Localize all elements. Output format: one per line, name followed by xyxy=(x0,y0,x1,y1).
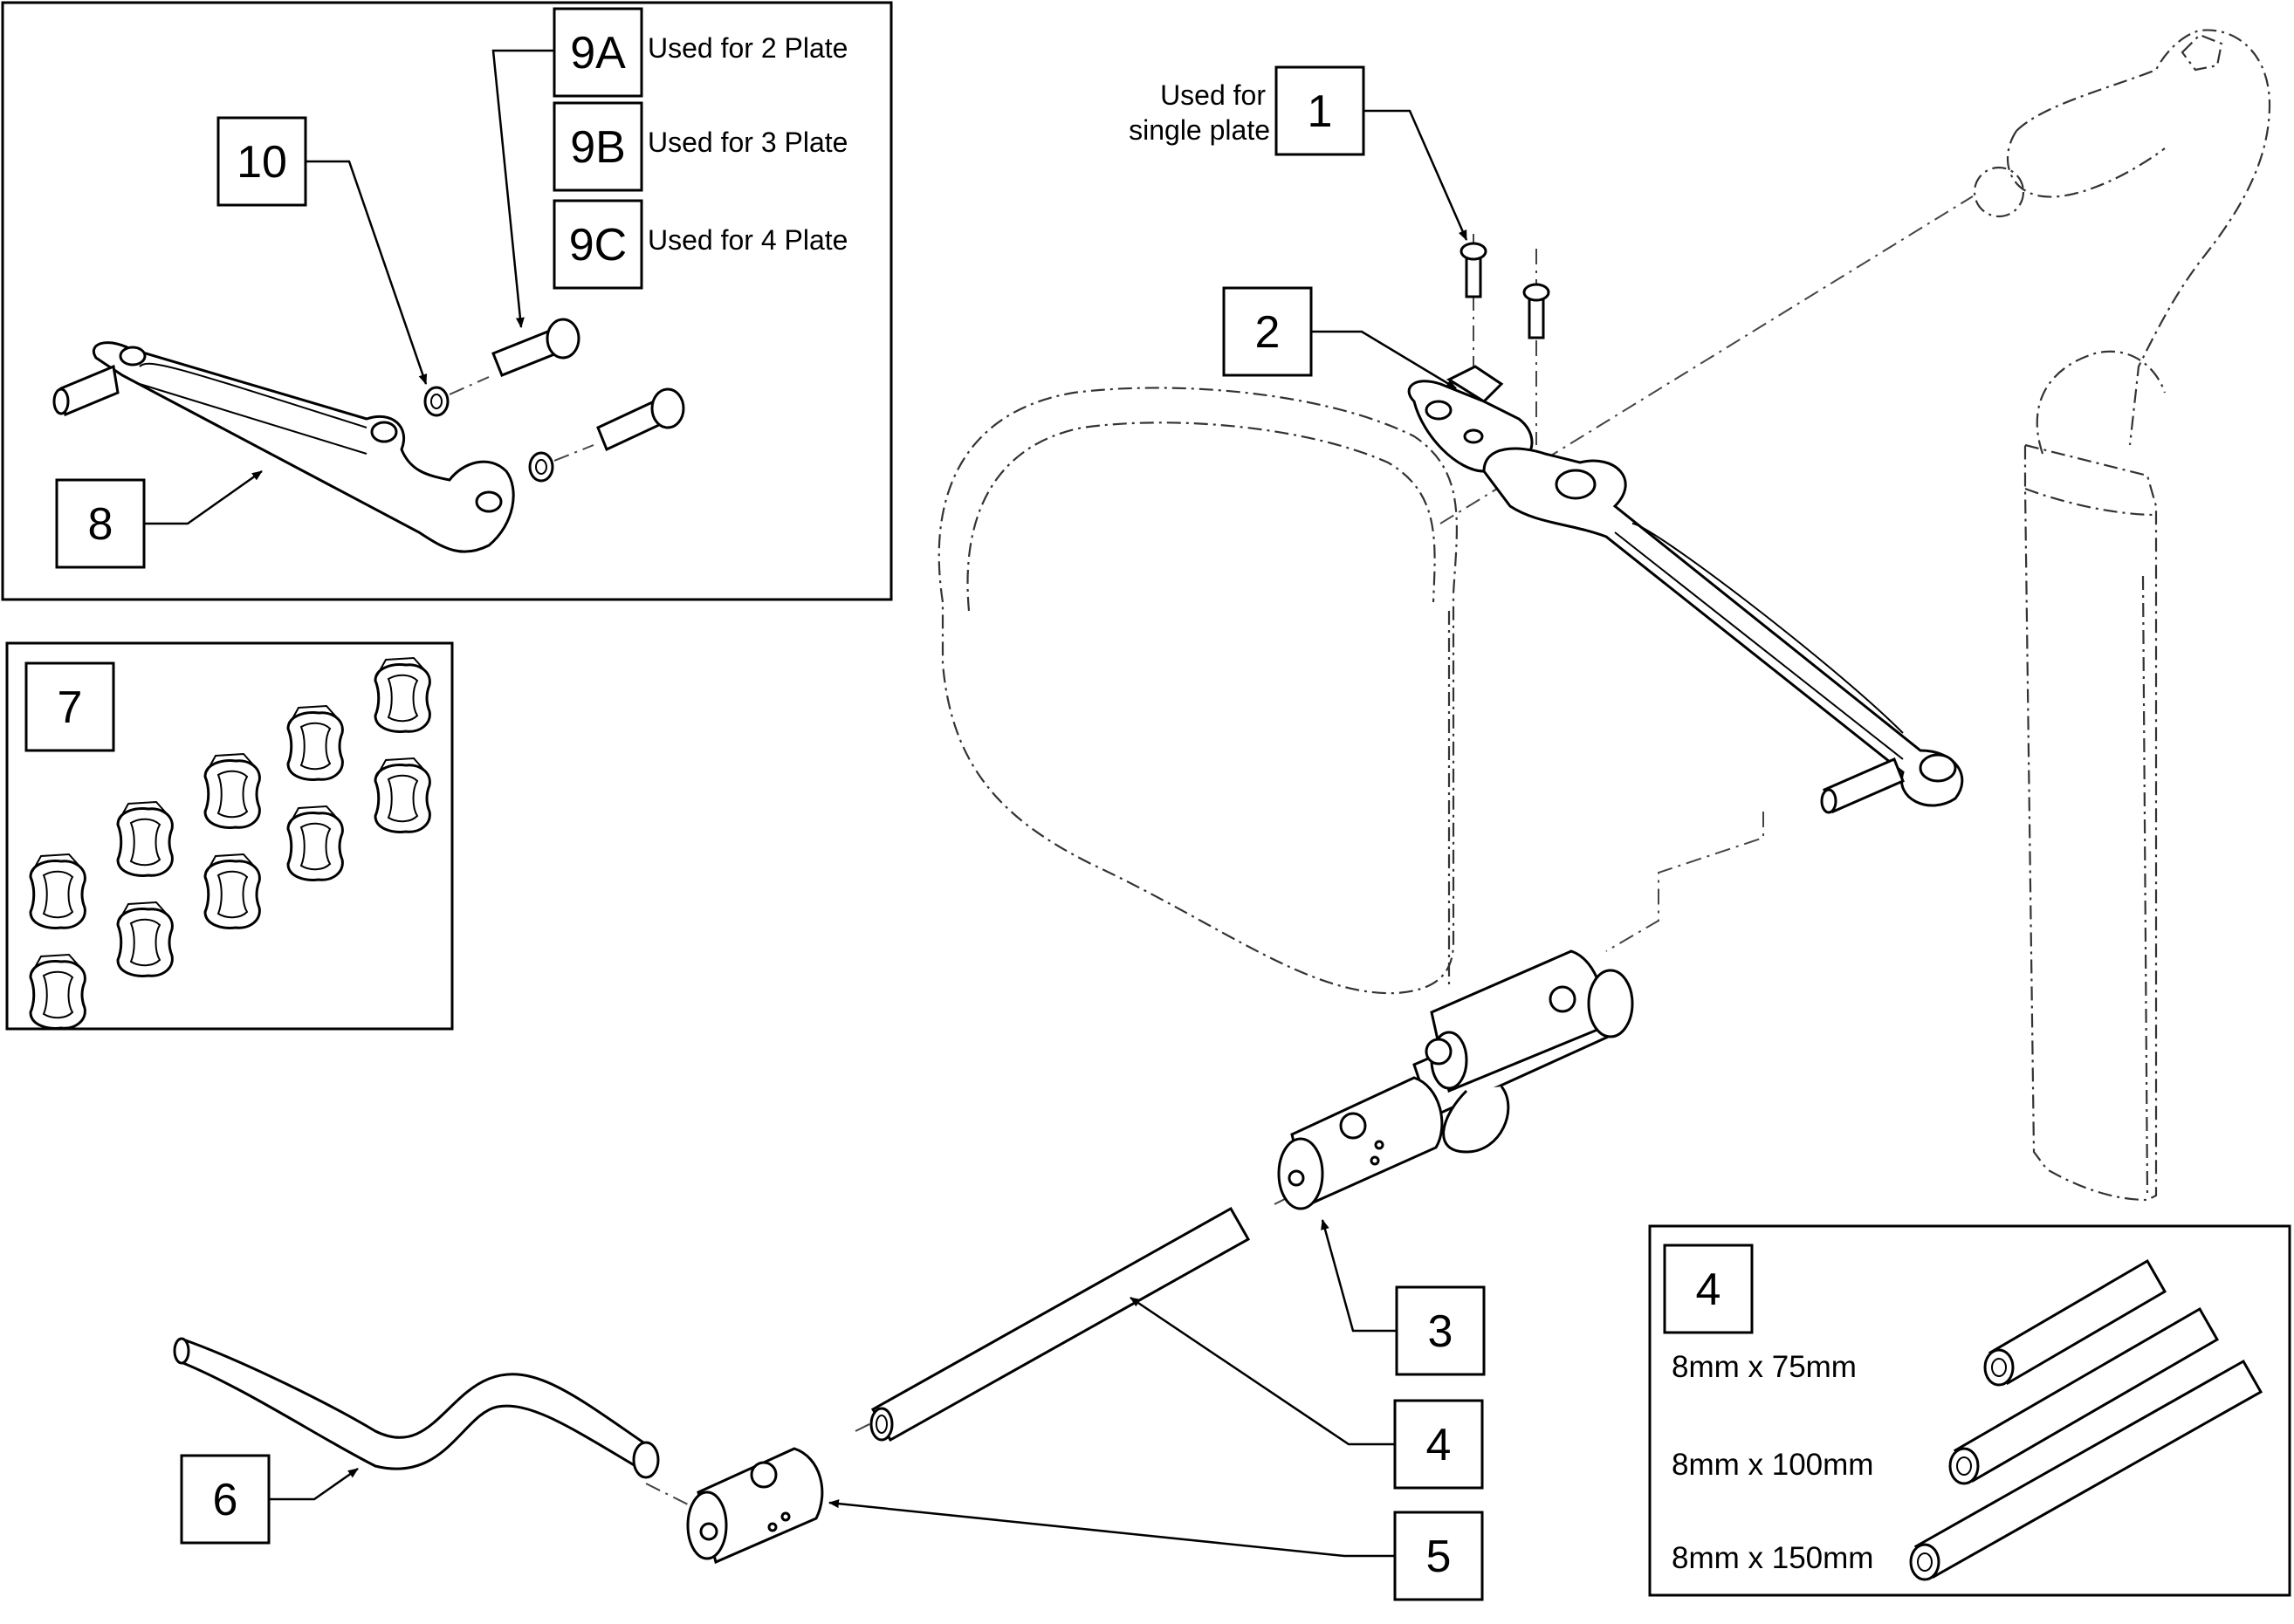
clip xyxy=(203,853,261,929)
clip xyxy=(374,757,431,833)
callout-10-number: 10 xyxy=(237,137,287,188)
clip xyxy=(203,752,261,829)
rod-150mm xyxy=(1909,1359,2263,1581)
swivel-block-assembly xyxy=(1277,949,1634,1210)
callout-6: 6 xyxy=(180,1454,359,1545)
straight-rod xyxy=(869,1206,1251,1442)
callout-6-number: 6 xyxy=(213,1475,238,1525)
phantom-headrest-pad xyxy=(938,387,1458,995)
callout-5-number: 5 xyxy=(1426,1531,1452,1582)
clip xyxy=(374,656,431,733)
callout-2: 2 xyxy=(1222,286,1457,390)
rod-size-100: 8mm x 100mm xyxy=(1672,1448,1873,1482)
small-clamp-block xyxy=(686,1447,824,1565)
callout-9b: 9B Used for 3 Plate xyxy=(553,101,848,192)
rod-size-150: 8mm x 150mm xyxy=(1672,1541,1873,1575)
callout-9a-number: 9A xyxy=(570,28,626,79)
used-for-2-plate-note: Used for 2 Plate xyxy=(648,32,848,64)
callout-3-number: 3 xyxy=(1428,1306,1453,1357)
used-for-4-plate-note: Used for 4 Plate xyxy=(648,224,848,256)
bent-rod xyxy=(173,1337,660,1479)
inset-screws-and-washers xyxy=(423,318,685,483)
callout-8-number: 8 xyxy=(88,499,113,550)
callout-1-number: 1 xyxy=(1308,86,1333,137)
inset-rod-sizes-panel: 4 8mm x 75mm 8mm x 100mm 8mm x 150mm xyxy=(1648,1224,2291,1597)
inset-plates-panel: 10 8 9A Used for 2 Plate 9B Used for 3 P… xyxy=(1,1,893,601)
callout-9c-number: 9C xyxy=(569,220,627,271)
phantom-wheelchair-frame xyxy=(1973,29,2271,1202)
rod-100mm xyxy=(1948,1306,2220,1485)
callout-7: 7 xyxy=(24,661,115,752)
callout-5: 5 xyxy=(828,1499,1484,1601)
clip-set xyxy=(29,656,431,1030)
clip xyxy=(116,901,174,977)
clip xyxy=(29,853,86,929)
callout-4-inset: 4 xyxy=(1663,1244,1754,1334)
rod-75mm xyxy=(1983,1258,2167,1387)
callout-9c: 9C Used for 4 Plate xyxy=(553,199,848,290)
clamp-bracket xyxy=(1407,365,1534,473)
callout-4-inset-number: 4 xyxy=(1696,1264,1721,1315)
clip xyxy=(286,805,344,881)
callout-4-number: 4 xyxy=(1426,1420,1452,1470)
callout-9b-number: 9B xyxy=(570,122,626,173)
callout-3: 3 xyxy=(1321,1219,1486,1376)
extension-plate xyxy=(52,341,515,553)
callout-1: 1 Used for single plate xyxy=(1129,65,1468,241)
single-plate-note-line2: single plate xyxy=(1129,114,1270,146)
used-for-3-plate-note: Used for 3 Plate xyxy=(648,127,848,158)
callout-7-number: 7 xyxy=(58,682,83,733)
single-plate-screws xyxy=(1460,242,1550,339)
headrest-arm xyxy=(1482,447,1964,814)
rod-size-75: 8mm x 75mm xyxy=(1672,1350,1857,1384)
callout-4: 4 xyxy=(1130,1296,1484,1490)
single-plate-note-line1: Used for xyxy=(1160,79,1266,111)
callout-9a: 9A Used for 2 Plate xyxy=(491,7,848,328)
clip xyxy=(116,800,174,877)
callout-8: 8 xyxy=(55,469,263,569)
clip xyxy=(29,953,86,1030)
inset-clips-panel: 7 xyxy=(5,641,454,1031)
assembly-centerlines xyxy=(645,195,1974,1511)
callout-2-number: 2 xyxy=(1255,307,1281,358)
callout-10: 10 xyxy=(216,116,428,385)
clip xyxy=(286,704,344,781)
